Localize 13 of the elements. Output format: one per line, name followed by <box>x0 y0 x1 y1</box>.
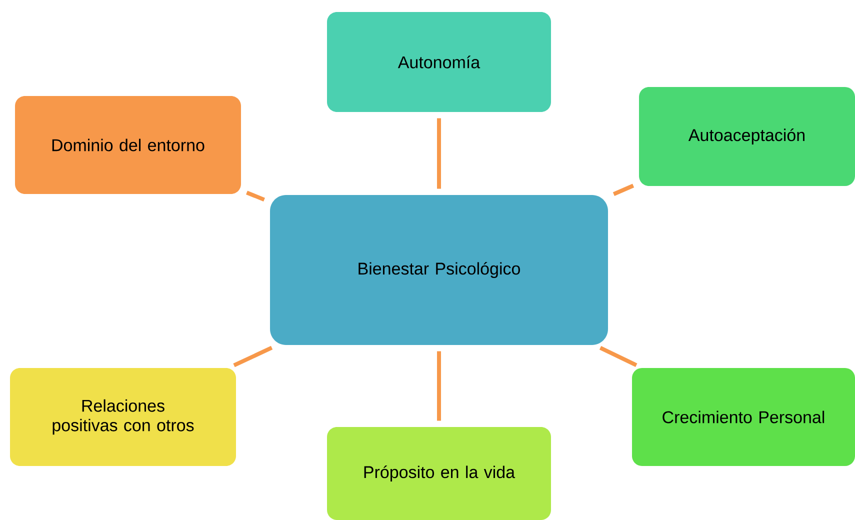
connector-line <box>437 118 441 189</box>
connector-line <box>233 346 273 368</box>
connector-line <box>437 351 441 421</box>
topic-box: Autonomía <box>327 12 551 112</box>
connector-line <box>246 190 265 202</box>
topic-box: Próposito en la vida <box>327 427 551 520</box>
center-box: Bienestar Psicológico <box>270 195 608 345</box>
topic-box: Dominio del entorno <box>15 96 241 194</box>
connector-line <box>612 184 634 196</box>
topic-box: Relaciones positivas con otros <box>10 368 236 466</box>
topic-box: Crecimiento Personal <box>632 368 855 466</box>
topic-box: Autoaceptación <box>639 87 855 186</box>
connector-line <box>599 346 638 367</box>
